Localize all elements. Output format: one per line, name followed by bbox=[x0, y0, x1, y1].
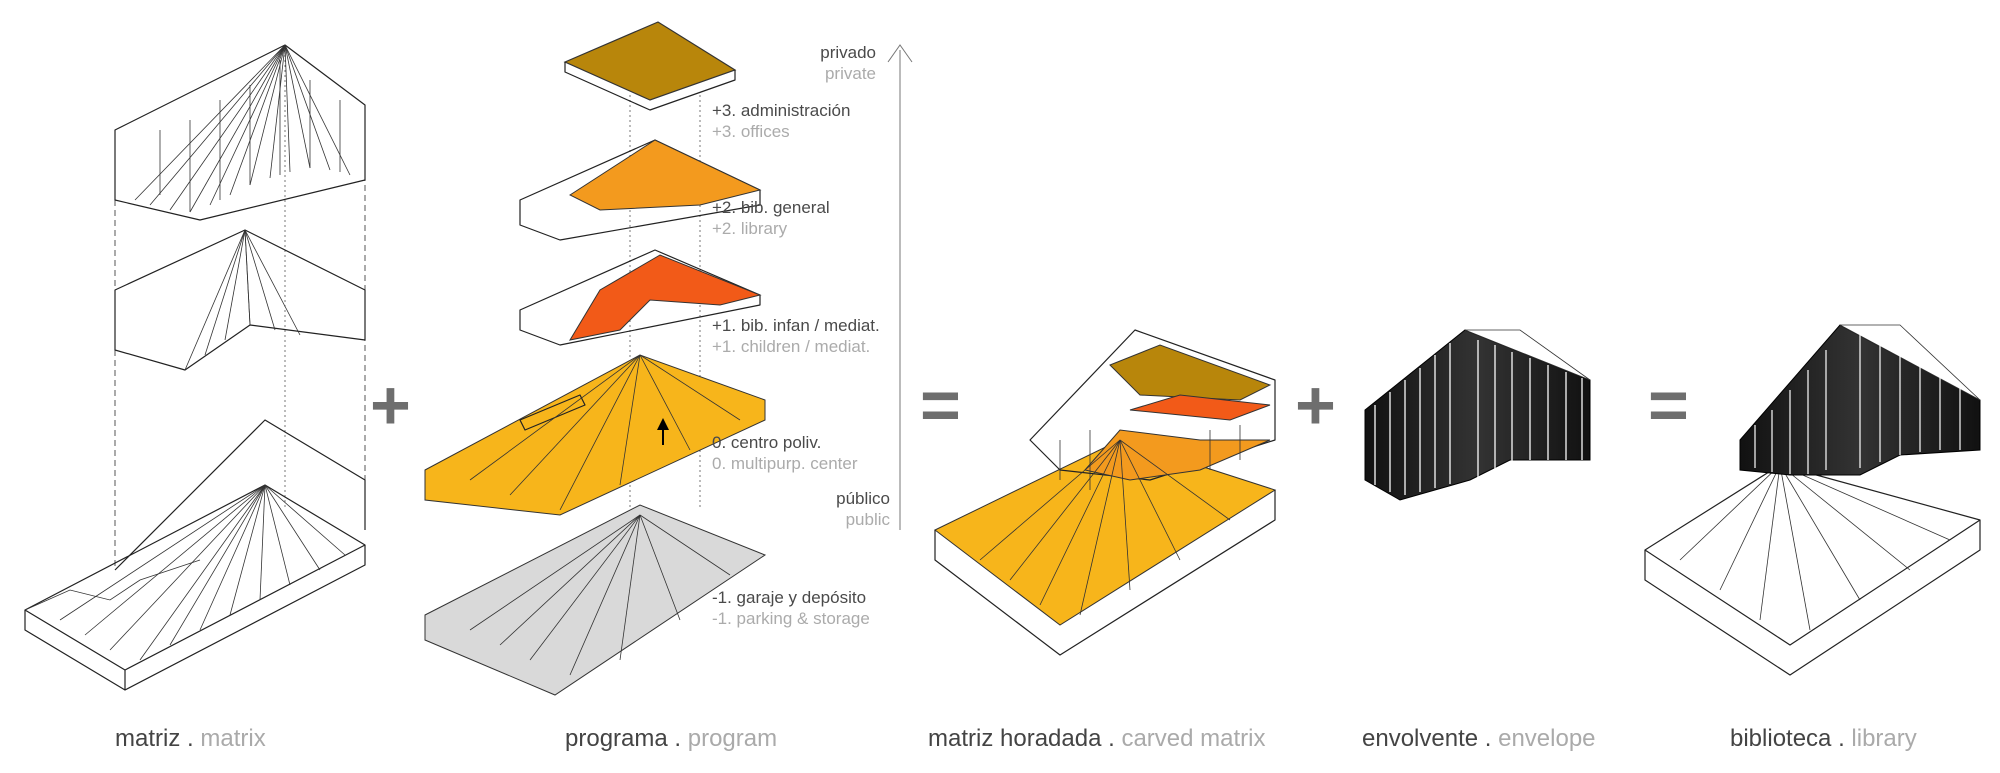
equals-operator-2: = bbox=[1648, 366, 1689, 444]
caption-library: biblioteca . library bbox=[1730, 725, 1917, 752]
axis-label-private: privado private bbox=[820, 43, 876, 84]
caption-program: programa . program bbox=[565, 725, 778, 752]
caption-matrix: matriz . matrix bbox=[115, 725, 266, 752]
level-label-3: +3. administración +3. offices bbox=[712, 101, 851, 142]
level-label-minus1: -1. garaje y depósito -1. parking & stor… bbox=[712, 588, 870, 629]
envelope-drawing bbox=[1364, 329, 1591, 501]
level-label-0: 0. centro poliv. 0. multipurp. center bbox=[712, 433, 858, 474]
axis-label-public: público public bbox=[836, 489, 890, 530]
carved-matrix-drawing bbox=[934, 329, 1277, 656]
level-label-2: +2. bib. general +2. library bbox=[712, 198, 830, 239]
level-label-1: +1. bib. infan / mediat. +1. children / … bbox=[712, 316, 880, 357]
caption-envelope: envolvente . envelope bbox=[1362, 725, 1596, 752]
plus-operator-2: + bbox=[1295, 366, 1336, 444]
plus-operator-1: + bbox=[370, 366, 411, 444]
program-drawing bbox=[424, 21, 767, 696]
library-drawing bbox=[1644, 324, 1981, 676]
equals-operator-1: = bbox=[920, 366, 961, 444]
privacy-axis bbox=[887, 44, 913, 530]
caption-carved-matrix: matriz horadada . carved matrix bbox=[928, 725, 1266, 752]
matrix-drawing bbox=[24, 44, 366, 691]
